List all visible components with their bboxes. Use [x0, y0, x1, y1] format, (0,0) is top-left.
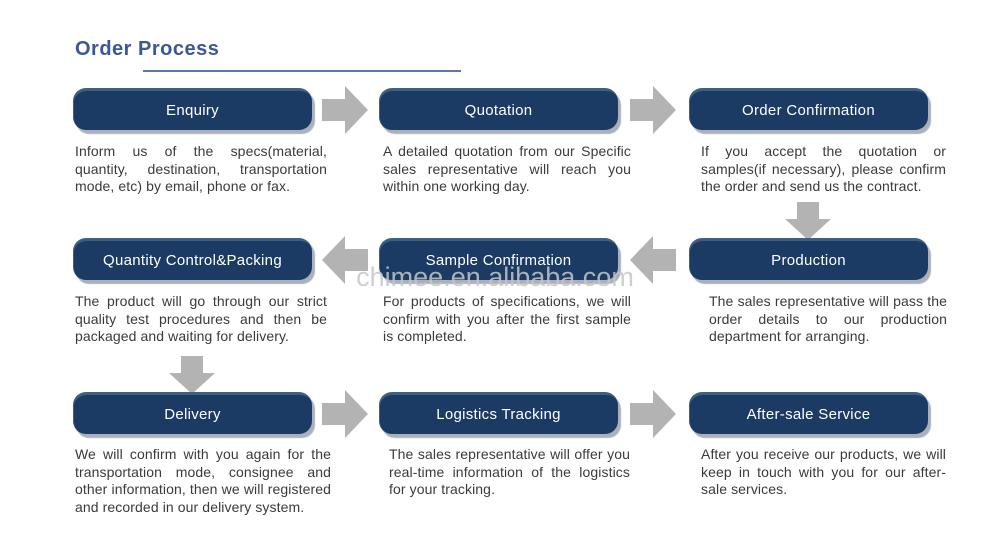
arrow-head — [322, 236, 345, 284]
step-description-after-sale-service: After you receive our products, we will … — [701, 446, 946, 497]
step-box-production: Production — [689, 238, 928, 280]
arrow-left-icon — [322, 236, 368, 284]
arrow-right-icon — [630, 390, 676, 438]
arrow-head — [653, 390, 676, 438]
arrow-head — [785, 219, 831, 240]
step-description-enquiry: Inform us of the specs(material, quantit… — [75, 143, 327, 194]
step-label: After-sale Service — [746, 405, 871, 423]
step-label: Production — [771, 251, 846, 269]
arrow-head — [345, 390, 368, 438]
step-box-logistics-tracking: Logistics Tracking — [379, 392, 618, 434]
page-title: Order Process — [75, 38, 220, 60]
step-description-production: The sales representative will pass the o… — [709, 293, 947, 344]
arrow-tail — [322, 403, 345, 425]
arrow-tail — [797, 202, 819, 219]
arrow-right-icon — [322, 86, 368, 134]
step-label: Sample Confirmation — [425, 251, 572, 269]
step-box-sample-confirmation: Sample Confirmation — [379, 238, 618, 280]
step-description-sample-confirmation: For products of specifications, we will … — [383, 293, 631, 344]
step-description-logistics-tracking: The sales representative will offer you … — [389, 446, 630, 497]
arrow-tail — [630, 403, 653, 425]
step-box-order-confirmation: Order Confirmation — [689, 88, 928, 130]
step-box-delivery: Delivery — [73, 392, 312, 434]
watermark: chimee.en.alibaba.com — [356, 262, 634, 292]
step-label: Delivery — [164, 405, 221, 423]
step-description-quotation: A detailed quotation from our Specific s… — [383, 143, 631, 194]
arrow-right-icon — [630, 86, 676, 134]
arrow-down-icon — [785, 202, 831, 240]
arrow-head — [630, 236, 653, 284]
arrow-down-icon — [169, 356, 215, 394]
step-description-delivery: We will confirm with you again for the t… — [75, 446, 331, 515]
step-label: Quantity Control&Packing — [103, 251, 282, 269]
arrow-tail — [653, 249, 676, 271]
step-label: Logistics Tracking — [436, 405, 561, 423]
arrow-tail — [630, 99, 653, 121]
step-box-enquiry: Enquiry — [73, 88, 312, 130]
arrow-head — [345, 86, 368, 134]
step-description-quantity-control-packing: The product will go through our strict q… — [75, 293, 327, 344]
arrow-head — [653, 86, 676, 134]
step-description-order-confirmation: If you accept the quotation or samples(i… — [701, 143, 946, 194]
title-underline — [143, 70, 461, 72]
step-label: Order Confirmation — [742, 101, 875, 119]
step-label: Enquiry — [166, 101, 219, 119]
arrow-head — [169, 373, 215, 394]
step-box-quantity-control-packing: Quantity Control&Packing — [73, 238, 312, 280]
arrow-tail — [322, 99, 345, 121]
arrow-left-icon — [630, 236, 676, 284]
arrow-tail — [181, 356, 203, 373]
step-label: Quotation — [464, 101, 533, 119]
step-box-quotation: Quotation — [379, 88, 618, 130]
arrow-tail — [345, 249, 368, 271]
step-box-after-sale-service: After-sale Service — [689, 392, 928, 434]
arrow-right-icon — [322, 390, 368, 438]
